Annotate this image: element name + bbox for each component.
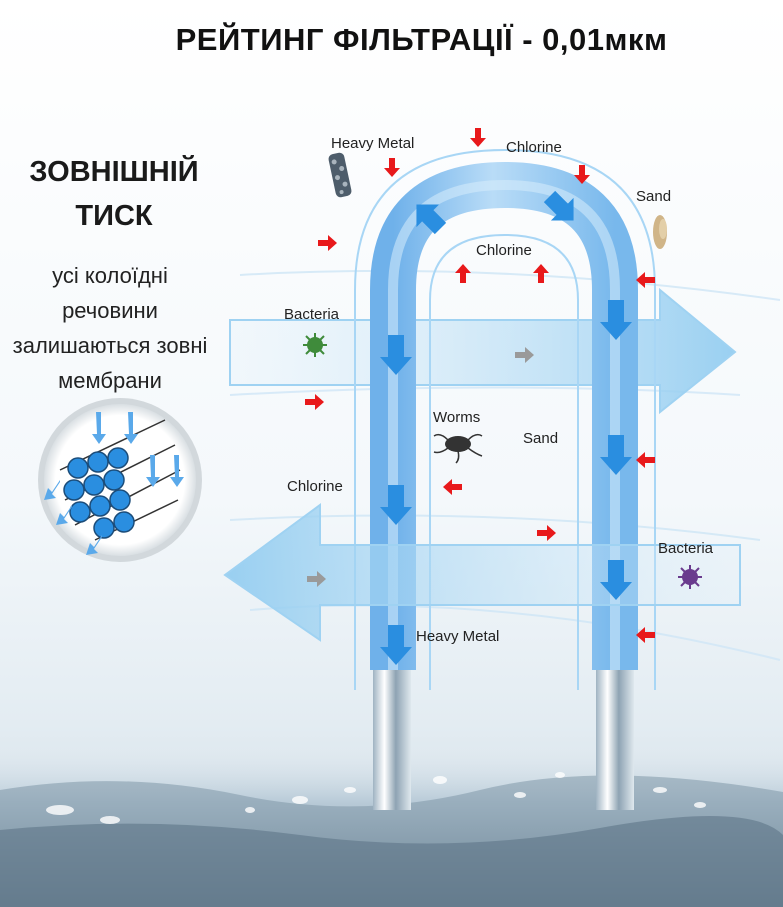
virus-icon xyxy=(678,565,702,589)
label-sand-middle: Sand xyxy=(523,430,559,447)
description-line-3: залишаються зовні xyxy=(12,333,208,358)
description-line-4: мембрани xyxy=(58,368,162,393)
bacteria-icon xyxy=(303,333,327,357)
pressure-description: усі колоїдні речовини залишаються зовні … xyxy=(0,258,230,398)
water-flow-arrows xyxy=(380,190,632,665)
label-worms: Worms xyxy=(433,409,481,426)
page-title: РЕЙТИНГ ФІЛЬТРАЦІЇ - 0,01мкм xyxy=(175,22,668,57)
sand-icon xyxy=(653,215,667,249)
label-chlorine-left: Chlorine xyxy=(287,478,343,495)
pressure-heading: ЗОВНІШНІЙ ТИСК xyxy=(0,150,228,238)
water-surface xyxy=(0,745,783,907)
label-chlorine-inner: Chlorine xyxy=(476,242,532,259)
water-stream-right xyxy=(596,670,634,810)
worm-icon xyxy=(433,433,483,464)
outer-membrane-outline xyxy=(354,148,656,690)
description-line-2: речовини xyxy=(62,298,158,323)
label-bacteria-left: Bacteria xyxy=(284,306,340,323)
water-stream-left xyxy=(373,670,411,810)
inner-membrane-outline xyxy=(429,233,579,690)
contaminant-arrows xyxy=(305,128,655,643)
filtered-water-arrows xyxy=(307,347,534,587)
heading-line-1: ЗОВНІШНІЙ xyxy=(29,156,199,188)
label-heavy-metal-top: Heavy Metal xyxy=(331,135,415,152)
membrane-cross-section-icon xyxy=(38,398,202,562)
label-heavy-metal-bottom: Heavy Metal xyxy=(416,628,500,645)
description-line-1: усі колоїдні xyxy=(52,263,168,288)
label-chlorine-top: Chlorine xyxy=(506,139,562,156)
label-sand-top: Sand xyxy=(636,188,672,205)
heavy-metal-icon xyxy=(328,152,352,198)
heading-line-2: ТИСК xyxy=(75,200,153,232)
wide-flow-arrow-left xyxy=(223,503,741,642)
label-bacteria-right: Bacteria xyxy=(658,540,714,557)
